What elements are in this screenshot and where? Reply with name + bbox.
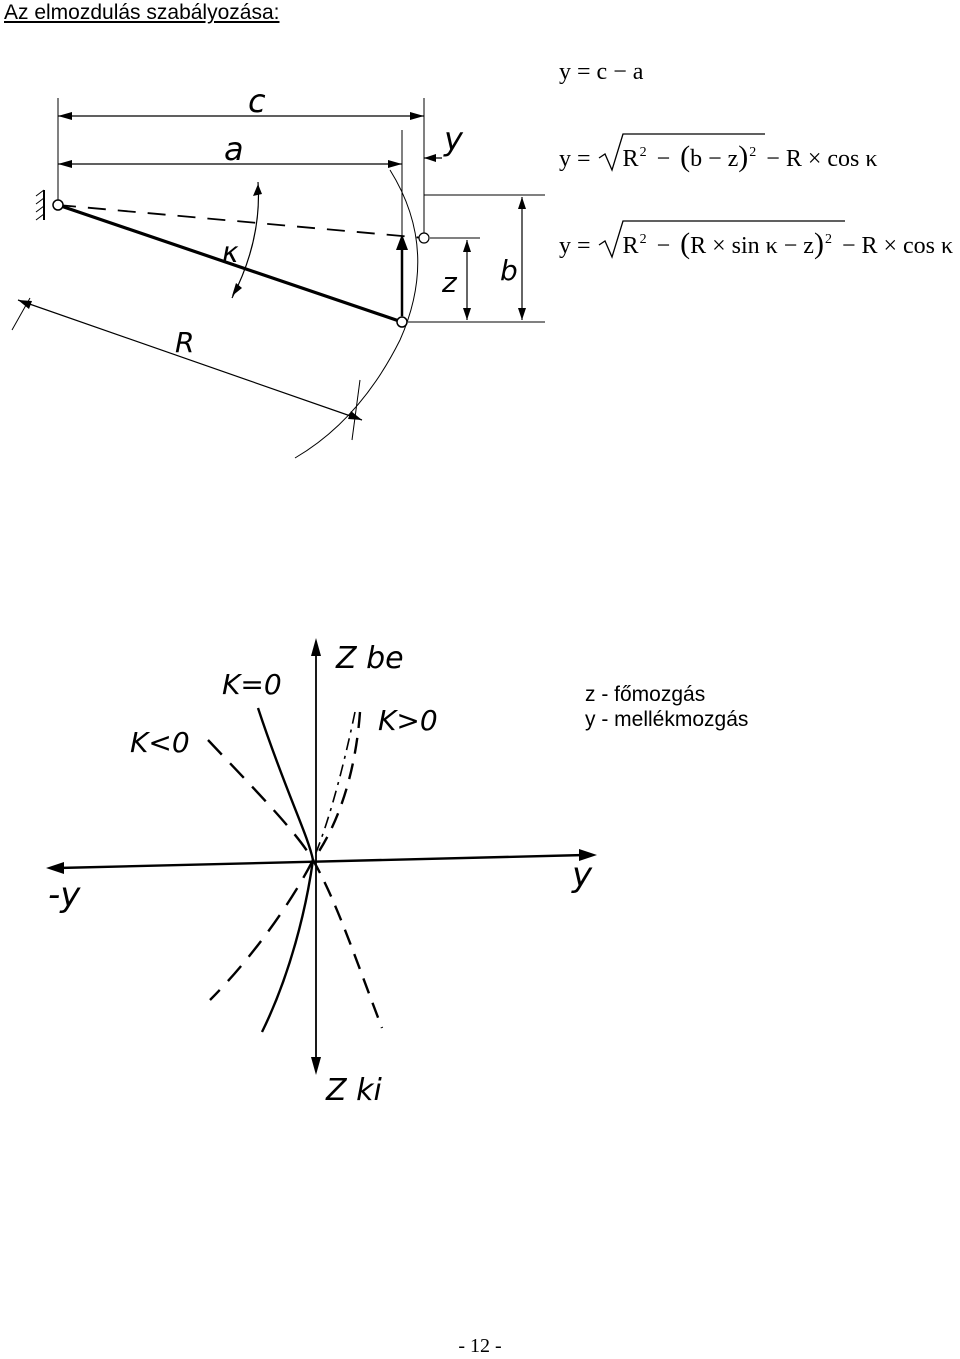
- lever-initial-dashed: [57, 204, 425, 239]
- page-number: - 12 -: [458, 1335, 502, 1357]
- sqrt-sign-icon: [598, 133, 765, 172]
- eq2-radical: R 2 − ( b − z ) 2: [597, 133, 765, 173]
- eq3-paren-close: ): [813, 227, 824, 260]
- equation-y-sqrt-rsin: y = R 2 − ( R × sin κ − z ) 2 − R × cos …: [559, 220, 954, 260]
- eq2-R: R: [622, 146, 639, 172]
- label-z: z: [441, 266, 458, 299]
- label-R: R: [175, 326, 194, 359]
- lever-diagram: [11, 98, 545, 459]
- radius-arc: [294, 169, 419, 459]
- label-z-be: Z be: [335, 641, 404, 676]
- eq3-paren-open: (: [680, 227, 691, 260]
- eq2-exp-inner: 2: [749, 145, 757, 160]
- eq3-exp-inner: 2: [824, 232, 832, 247]
- y-axis: [57, 853, 586, 870]
- eq3-tail: − R × cos κ: [841, 233, 954, 259]
- legend-side-motion: y - mellékmozgás: [585, 708, 749, 731]
- motion-curves-diagram: [46, 638, 597, 1075]
- label-y: y: [443, 120, 464, 158]
- sqrt-sign-icon: [598, 220, 845, 259]
- eq2-exp-R: 2: [639, 145, 647, 160]
- label-b: b: [500, 254, 518, 287]
- label-k-positive: K>0: [378, 704, 438, 737]
- label-k-zero: K=0: [222, 668, 282, 701]
- curve-k-zero: [256, 707, 315, 1033]
- equation-y-sqrt-b: y = R 2 − ( b − z ) 2 − R × cos κ: [559, 133, 878, 173]
- label-kappa: κ: [222, 236, 239, 269]
- eq2-minus: −: [656, 146, 671, 172]
- label-a: a: [224, 130, 244, 168]
- label-k-negative: K<0: [130, 726, 190, 759]
- curve-k-negative: [207, 739, 315, 1001]
- legend-main-motion: z - főmozgás: [585, 683, 706, 706]
- label-y-negative: -y: [48, 875, 81, 915]
- eq3-radical: R 2 − ( R × sin κ − z ) 2: [597, 220, 845, 260]
- eq3-minus: −: [656, 233, 671, 259]
- eq3-inner: R × sin κ − z: [690, 233, 814, 259]
- eq2-inner: b − z: [690, 146, 739, 172]
- curve-k-positive: [311, 711, 384, 1029]
- motion-legend: z - főmozgás y - mellékmozgás: [585, 682, 748, 732]
- pivot-joint: [52, 199, 64, 211]
- eq2-tail: − R × cos κ: [766, 146, 878, 172]
- eq3-exp-R: 2: [639, 232, 647, 247]
- eq3-lhs: y =: [559, 233, 591, 259]
- eq2-paren-open: (: [680, 140, 691, 173]
- page-heading: Az elmozdulás szabályozása:: [4, 1, 280, 24]
- dimension-R-line: [17, 299, 363, 421]
- lever-rod: [57, 203, 403, 324]
- label-z-ki: Z ki: [325, 1073, 382, 1108]
- label-y-positive: y: [571, 855, 593, 895]
- label-c: c: [248, 82, 266, 120]
- equation-y-c-a: y = c − a: [559, 59, 644, 85]
- eq3-R: R: [622, 233, 639, 259]
- eq2-lhs: y =: [559, 146, 591, 172]
- eq2-paren-close: ): [738, 140, 749, 173]
